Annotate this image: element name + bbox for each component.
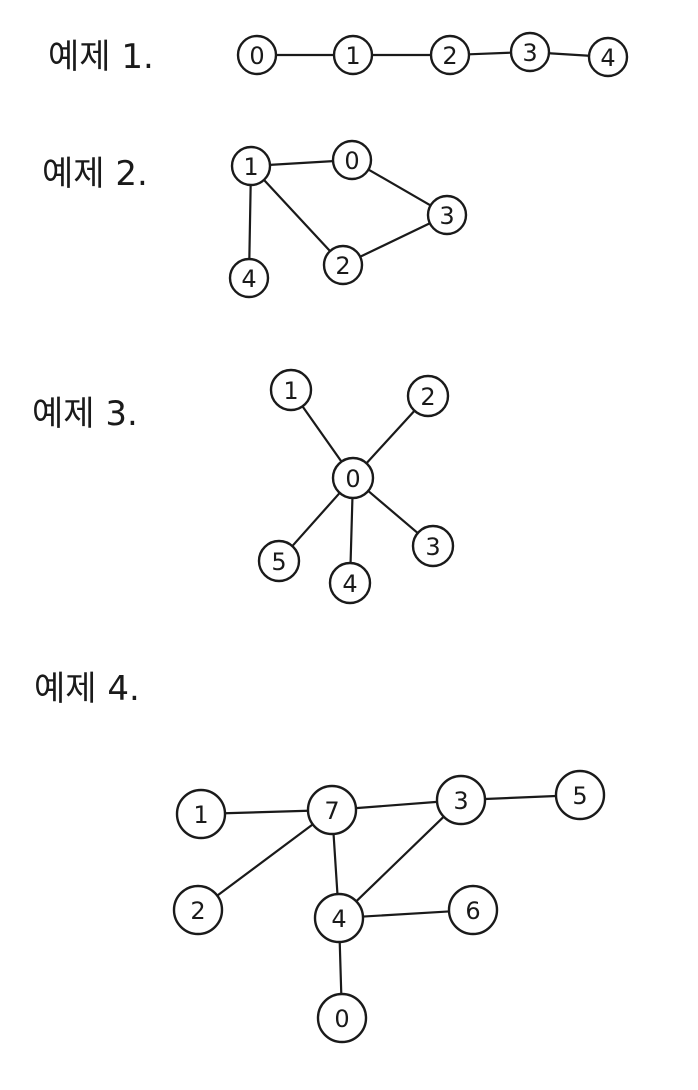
node-1-1: 1	[332, 34, 374, 76]
edge-4-7-2	[216, 823, 314, 897]
node-2-4: 4	[228, 257, 270, 299]
node-1-4: 4	[587, 36, 629, 78]
node-circle	[406, 374, 450, 418]
node-label: 2	[420, 383, 435, 411]
node-circle	[447, 884, 499, 936]
node-label: 3	[425, 533, 440, 561]
node-circle	[587, 36, 629, 78]
node-circle	[236, 34, 278, 76]
edge-2-0-3	[367, 168, 432, 207]
node-4-1: 1	[175, 788, 227, 840]
edge-4-3-5	[483, 794, 558, 801]
node-circle	[313, 892, 365, 944]
edge-4-4-0	[338, 940, 343, 996]
node-circle	[316, 992, 368, 1044]
edge-4-7-4	[332, 832, 339, 896]
edge-2-1-4	[248, 183, 252, 261]
node-label: 3	[453, 787, 468, 815]
node-label: 4	[331, 905, 346, 933]
node-2-1: 1	[230, 145, 272, 187]
node-2-0: 0	[331, 139, 373, 181]
node-label: 2	[442, 42, 457, 70]
node-circle	[328, 561, 372, 605]
node-circle	[435, 774, 487, 826]
edge-4-4-6	[361, 910, 451, 918]
node-label: 3	[522, 39, 537, 67]
node-circle	[509, 31, 551, 73]
node-label: 1	[283, 377, 298, 405]
node-3-2: 2	[406, 374, 450, 418]
edge-3-0-5	[291, 491, 341, 548]
node-label: 3	[439, 202, 454, 230]
node-label: 4	[241, 265, 256, 293]
example-title-4: 예제 4.	[34, 669, 140, 709]
node-label: 2	[335, 252, 350, 280]
node-circle	[230, 145, 272, 187]
node-label: 1	[345, 42, 360, 70]
node-4-6: 6	[447, 884, 499, 936]
node-3-5: 5	[257, 539, 301, 583]
node-circle	[306, 784, 358, 836]
edge-2-3-2	[359, 222, 431, 258]
node-4-0: 0	[316, 992, 368, 1044]
edge-4-1-7	[223, 809, 310, 815]
node-label: 4	[600, 44, 615, 72]
node-1-0: 0	[236, 34, 278, 76]
node-label: 0	[334, 1005, 349, 1033]
edge-2-2-1	[262, 178, 332, 253]
node-circle	[331, 456, 375, 500]
node-circle	[322, 244, 364, 286]
node-circle	[411, 524, 455, 568]
node-4-2: 2	[172, 884, 224, 936]
node-circle	[257, 539, 301, 583]
node-4-4: 4	[313, 892, 365, 944]
node-4-3: 3	[435, 774, 487, 826]
example-title-2: 예제 2.	[42, 154, 148, 194]
node-circle	[269, 368, 313, 412]
node-label: 0	[344, 147, 359, 175]
node-circle	[554, 769, 606, 821]
node-label: 5	[271, 548, 286, 576]
node-2-2: 2	[322, 244, 364, 286]
edge-3-1-0	[301, 405, 343, 463]
node-1-3: 3	[509, 31, 551, 73]
node-label: 2	[190, 897, 205, 925]
node-circle	[331, 139, 373, 181]
node-circle	[426, 194, 468, 236]
node-1-2: 2	[429, 34, 471, 76]
edge-3-2-0	[365, 409, 416, 465]
node-3-0: 0	[331, 456, 375, 500]
nodes-layer: 0 1 2 3 4 1 0 3 2 4 1 2 0 5 4 3 1 7 3 5 2 4 6 0	[172, 31, 629, 1044]
node-3-3: 3	[411, 524, 455, 568]
node-4-7: 7	[306, 784, 358, 836]
node-circle	[332, 34, 374, 76]
edge-1-3-4	[547, 52, 591, 57]
edge-1-2-3	[467, 51, 513, 56]
node-3-4: 4	[328, 561, 372, 605]
edges-layer	[216, 51, 591, 996]
edge-3-0-4	[349, 496, 354, 565]
node-label: 0	[249, 42, 264, 70]
node-label: 5	[572, 782, 587, 810]
node-4-5: 5	[554, 769, 606, 821]
node-label: 4	[342, 570, 357, 598]
node-label: 6	[465, 897, 480, 925]
node-circle	[228, 257, 270, 299]
node-3-1: 1	[269, 368, 313, 412]
node-circle	[172, 884, 224, 936]
node-label: 0	[345, 465, 360, 493]
node-label: 7	[324, 797, 339, 825]
node-circle	[175, 788, 227, 840]
node-circle	[429, 34, 471, 76]
node-label: 1	[193, 801, 208, 829]
edge-4-3-4	[355, 815, 445, 903]
edge-3-0-3	[367, 489, 419, 535]
node-label: 1	[243, 153, 258, 181]
edge-4-7-3	[354, 800, 439, 810]
example-title-3: 예제 3.	[32, 394, 138, 434]
node-2-3: 3	[426, 194, 468, 236]
edge-2-1-0	[268, 160, 335, 166]
example-title-1: 예제 1.	[48, 37, 154, 77]
